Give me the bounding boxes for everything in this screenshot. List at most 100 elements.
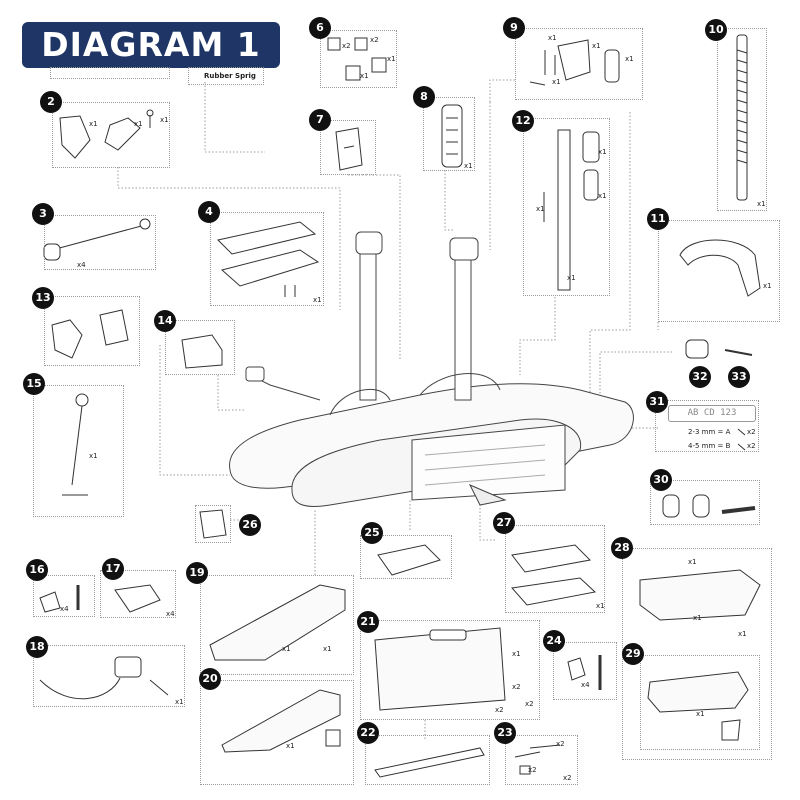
box-31 xyxy=(655,400,759,452)
spacer-spec-a-qty: x2 xyxy=(747,428,756,436)
qty-28c: x1 xyxy=(738,630,747,638)
qty-21d: x2 xyxy=(495,706,504,714)
qty-10: x1 xyxy=(757,200,766,208)
qty-19a: x1 xyxy=(282,645,291,653)
qty-12d: x1 xyxy=(567,274,576,282)
box-10 xyxy=(717,28,767,211)
part-badge-12: 12 xyxy=(512,110,534,132)
part-badge-25: 25 xyxy=(361,522,383,544)
qty-9c: x1 xyxy=(625,55,634,63)
box-4 xyxy=(210,212,324,306)
part-badge-31: 31 xyxy=(646,391,668,413)
qty-6a: x2 xyxy=(342,42,351,50)
qty-3: x4 xyxy=(77,261,86,269)
box-19 xyxy=(200,575,354,675)
box-25 xyxy=(360,535,452,579)
box-16 xyxy=(33,575,95,617)
qty-4: x1 xyxy=(313,296,322,304)
box-7 xyxy=(320,120,376,175)
part-badge-11: 11 xyxy=(647,208,669,230)
qty-29: x1 xyxy=(696,710,705,718)
qty-24: x4 xyxy=(581,681,590,689)
qty-6d: x1 xyxy=(387,55,396,63)
qty-9a: x1 xyxy=(548,34,557,42)
box-21 xyxy=(360,620,540,720)
part-badge-16: 16 xyxy=(26,559,48,581)
part-badge-7: 7 xyxy=(309,109,331,131)
spacer-spec-a: 2-3 mm = A xyxy=(688,428,731,436)
part-badge-21: 21 xyxy=(357,611,379,633)
qty-9b: x1 xyxy=(592,42,601,50)
qty-21c: x2 xyxy=(525,700,534,708)
qty-16: x4 xyxy=(60,605,69,613)
part-badge-14: 14 xyxy=(154,310,176,332)
qty-6c: x1 xyxy=(360,72,369,80)
box-24 xyxy=(553,642,617,700)
qty-15: x1 xyxy=(89,452,98,460)
qty-9d: x1 xyxy=(552,78,561,86)
box-15 xyxy=(33,385,124,517)
qty-17: x4 xyxy=(166,610,175,618)
qty-12b: x1 xyxy=(598,192,607,200)
spacer-spec-b: 4-5 mm = B xyxy=(688,442,731,450)
qty-23a: x2 xyxy=(556,740,565,748)
box-3 xyxy=(44,215,156,270)
box-18 xyxy=(33,645,185,707)
box-23 xyxy=(505,735,578,785)
diagram-title: DIAGRAM 1 xyxy=(22,22,280,68)
part-badge-2: 2 xyxy=(40,91,62,113)
license-plate-sample: AB CD 123 xyxy=(668,405,756,422)
qty-27: x1 xyxy=(596,602,605,610)
part-badge-3: 3 xyxy=(32,203,54,225)
box-2 xyxy=(52,102,170,168)
qty-11: x1 xyxy=(763,282,772,290)
part-badge-32: 32 xyxy=(689,366,711,388)
qty-2c: x1 xyxy=(160,116,169,124)
part-badge-30: 30 xyxy=(650,469,672,491)
part-badge-24: 24 xyxy=(543,630,565,652)
qty-23c: x2 xyxy=(563,774,572,782)
box-13 xyxy=(44,296,140,366)
part-badge-13: 13 xyxy=(32,287,54,309)
qty-20: x1 xyxy=(286,742,295,750)
part-badge-15: 15 xyxy=(23,373,45,395)
part-badge-6: 6 xyxy=(309,17,331,39)
box-22 xyxy=(365,735,490,785)
rubber-sprig-label: Rubber Sprig xyxy=(204,72,256,80)
qty-18: x1 xyxy=(175,698,184,706)
box-27 xyxy=(505,525,605,613)
part-badge-19: 19 xyxy=(186,562,208,584)
part-badge-23: 23 xyxy=(494,722,516,744)
part-badge-29: 29 xyxy=(622,643,644,665)
part-badge-26: 26 xyxy=(239,514,261,536)
box-29 xyxy=(640,655,760,750)
part-badge-18: 18 xyxy=(26,636,48,658)
part-badge-10: 10 xyxy=(705,19,727,41)
box-9 xyxy=(515,28,643,100)
qty-21a: x1 xyxy=(512,650,521,658)
qty-23b: x2 xyxy=(528,766,537,774)
part-badge-8: 8 xyxy=(413,86,435,108)
box-6 xyxy=(320,30,397,88)
box-17 xyxy=(100,570,176,618)
qty-2b: x1 xyxy=(134,120,143,128)
qty-2a: x1 xyxy=(89,120,98,128)
qty-19b: x1 xyxy=(323,645,332,653)
box-11 xyxy=(658,220,780,322)
box-12 xyxy=(523,118,610,296)
part-badge-27: 27 xyxy=(493,512,515,534)
part-badge-17: 17 xyxy=(102,558,124,580)
qty-21b: x2 xyxy=(512,683,521,691)
part-badge-22: 22 xyxy=(357,722,379,744)
box-30 xyxy=(650,480,760,525)
part-badge-33: 33 xyxy=(728,366,750,388)
qty-6b: x2 xyxy=(370,36,379,44)
box-14 xyxy=(165,320,235,375)
qty-12a: x1 xyxy=(598,148,607,156)
part-badge-20: 20 xyxy=(199,668,221,690)
box-rubber xyxy=(188,67,264,85)
part-badge-28: 28 xyxy=(611,537,633,559)
part-badge-9: 9 xyxy=(503,17,525,39)
